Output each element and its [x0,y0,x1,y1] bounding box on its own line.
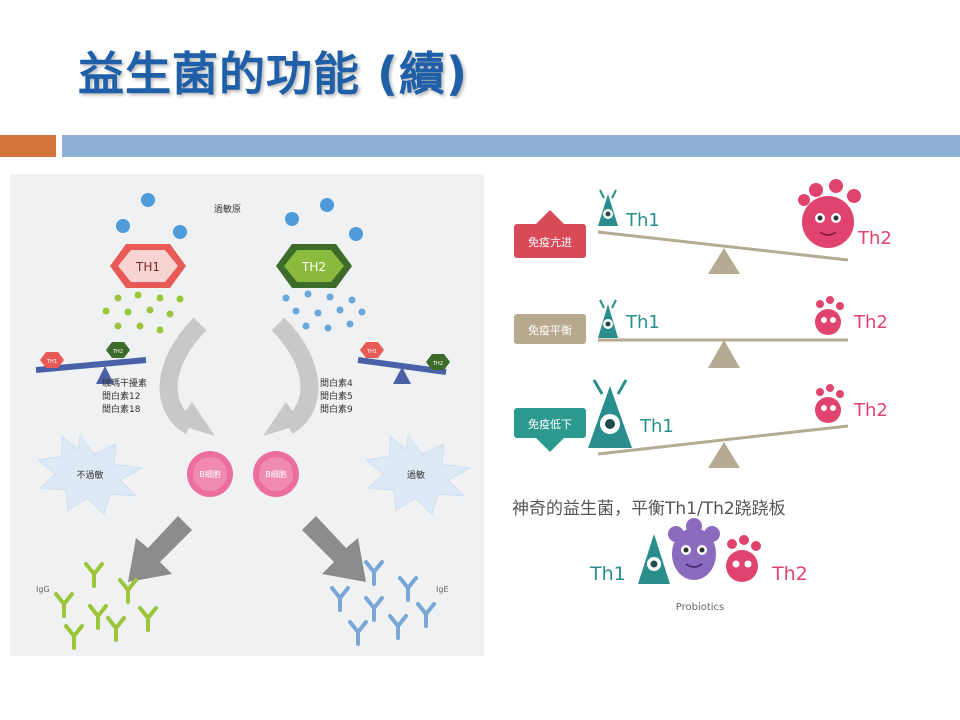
th1-character-row-2 [598,299,618,338]
th1-cytokine-3: 間白素18 [102,403,141,415]
b-cell-right: B細胞 [253,451,299,497]
th1-th2-seesaw-diagram: 免疫亢进 Th1 Th2 免疫平衡 Th1 Th2 免疫 [486,174,946,658]
th2-cytokine-3: 間白素9 [320,403,353,415]
slide-title: 益生菌的功能 (續) [78,47,469,101]
svg-text:TH2: TH2 [301,260,326,274]
balance-scale-left: TH1 TH2 [35,342,147,384]
th2-badge: TH2 [276,244,352,288]
th1-badge: TH1 [110,244,186,288]
th2-label-row-3: Th2 [853,400,888,421]
accent-bar-orange [0,135,56,157]
probiotic-character [668,518,720,580]
th2-label-row-2: Th2 [853,312,888,333]
th1-label-row-2: Th1 [625,312,660,333]
th1-character-row-1 [598,189,618,226]
th1-th2-pathway-diagram: 過敏原 TH1 TH2 TH1 TH2 珈瑪干擾素 [10,174,484,656]
immune-balance-tag: 免疫平衡 [514,314,586,344]
svg-text:不過敏: 不過敏 [76,469,103,481]
th2-character-row-3 [815,384,844,423]
th2-character-row-2 [815,296,844,335]
svg-text:TH1: TH1 [135,260,160,274]
svg-text:TH1: TH1 [366,349,377,355]
th1-character-bottom [638,534,670,584]
curved-arrow-left [159,317,215,436]
arrow-to-igg [128,516,192,582]
accent-bar-blue [62,135,960,157]
seesaw-row-3 [597,424,849,456]
allergen-label: 過敏原 [214,203,241,215]
svg-text:TH2: TH2 [112,349,123,355]
svg-text:B細胞: B細胞 [265,469,287,479]
igg-antibodies [54,562,158,650]
seesaw-row-1 [597,230,849,262]
allergen-particles [116,193,363,241]
fulcrum-row-1 [708,248,740,274]
b-cell-left: B細胞 [187,451,233,497]
th2-character-row-1 [798,179,861,248]
svg-text:過敏: 過敏 [407,469,425,481]
th1-cytokine-dots [102,291,184,334]
th2-cytokine-1: 間白素4 [320,377,353,389]
svg-text:免疫亢进: 免疫亢进 [528,235,572,249]
svg-text:免疫平衡: 免疫平衡 [528,323,572,337]
th1-label-row-1: Th1 [625,210,660,231]
fulcrum-row-3 [708,442,740,468]
no-allergy-burst: 不過敏 [36,434,144,515]
th2-cytokine-2: 間白素5 [320,390,353,402]
ige-antibodies [330,560,436,646]
svg-text:B細胞: B細胞 [199,469,221,479]
igg-label: IgG [36,585,50,594]
svg-text:TH1: TH1 [46,359,57,365]
probiotics-label: Probiotics [676,602,725,613]
th1-cytokine-2: 間白素12 [102,390,140,402]
curved-arrow-right [263,317,319,436]
th2-character-bottom [726,535,761,582]
balance-scale-right: TH1 TH2 [357,342,450,384]
th1-cytokine-1: 珈瑪干擾素 [102,377,147,389]
fulcrum-row-2 [708,340,740,368]
seesaw-caption: 神奇的益生菌，平衡Th1/Th2跷跷板 [512,499,786,519]
th1-label-row-3: Th1 [639,416,674,437]
ige-label: IgE [436,585,449,594]
svg-text:TH2: TH2 [432,361,443,367]
arrow-to-ige [302,516,366,582]
svg-text:免疫低下: 免疫低下 [528,417,572,431]
th2-label-row-1: Th2 [857,228,892,249]
bottom-th1-label: Th1 [589,563,626,585]
immune-hyperactive-tag: 免疫亢进 [514,210,586,258]
bottom-th2-label: Th2 [771,563,808,585]
th1-character-row-3 [588,379,632,448]
immune-low-tag: 免疫低下 [514,408,586,452]
th2-cytokine-dots [282,290,366,332]
allergy-burst: 過敏 [364,434,472,515]
